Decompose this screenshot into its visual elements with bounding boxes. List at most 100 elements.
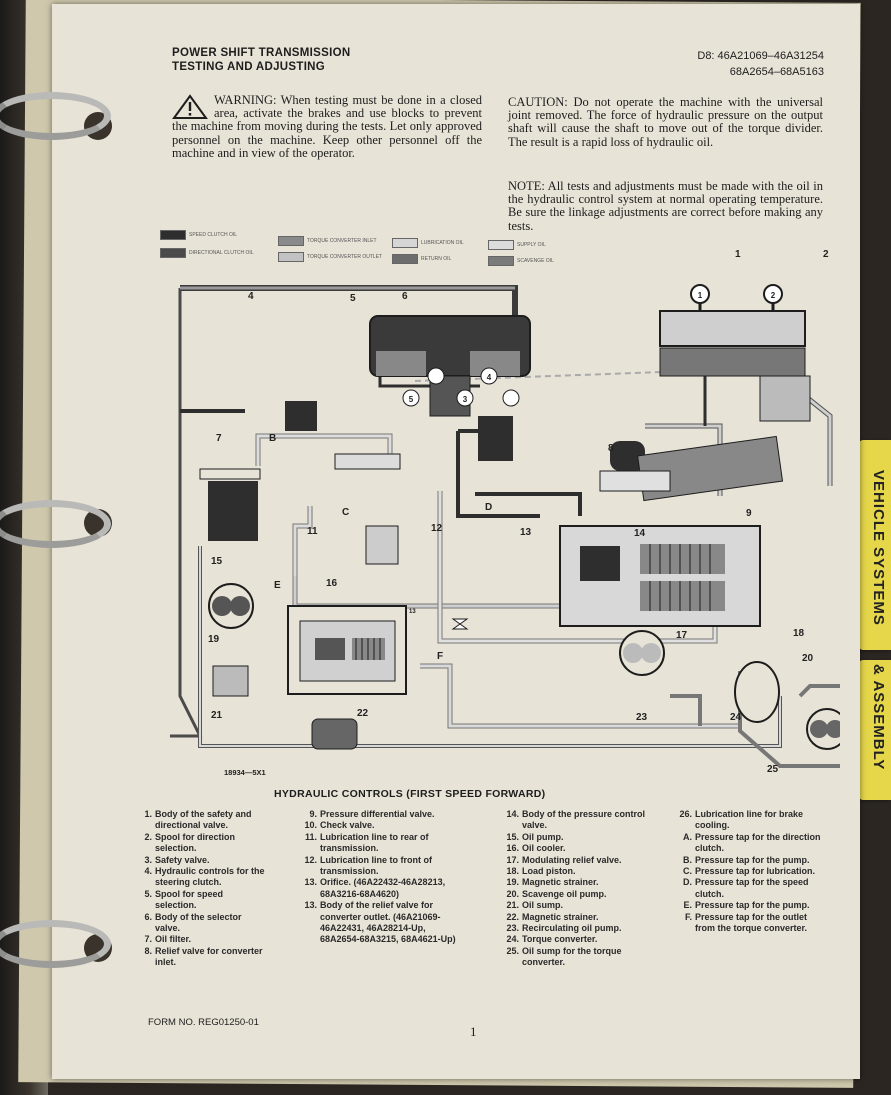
oil-pump-15 — [208, 583, 254, 629]
parts-list-number: 15. — [506, 831, 519, 842]
parts-list-number: 6. — [144, 911, 152, 922]
parts-list-text: Pressure tap for the outlet from the tor… — [695, 911, 808, 934]
parts-list-number: 11. — [304, 831, 317, 842]
ring-label-1: 1 — [698, 291, 703, 300]
legend-swatch — [160, 230, 186, 240]
parts-list-number: 8. — [144, 945, 152, 956]
parts-list-text: Magnetic strainer. — [522, 877, 599, 888]
parts-list-item: F.Pressure tap for the outlet from the t… — [672, 912, 822, 935]
parts-list-text: Spool for speed selection. — [155, 888, 224, 911]
parts-list-item: 2.Spool for direction selection. — [132, 832, 267, 855]
caution-text: CAUTION: Do not operate the machine with… — [508, 95, 823, 149]
header-title-line1: POWER SHIFT TRANSMISSION — [172, 47, 351, 59]
tab-assembly[interactable]: & ASSEMBLY — [859, 660, 891, 800]
legend-label: SUPPLY OIL — [517, 242, 546, 248]
parts-list-number: 23. — [506, 923, 519, 934]
callout-20: 20 — [802, 653, 814, 664]
legend-item: TORQUE CONVERTER OUTLET — [278, 252, 382, 262]
parts-list-text: Modulating relief valve. — [522, 854, 622, 865]
header-title-line2: TESTING AND ADJUSTING — [172, 61, 326, 73]
callout-F: F — [437, 651, 443, 662]
relief-valve-8 — [610, 441, 645, 471]
pressure-control-valve — [559, 525, 761, 627]
parts-list-number: 19. — [506, 877, 519, 888]
parts-list-item: 10.Check valve. — [297, 820, 457, 831]
ring-label-5: 5 — [409, 395, 414, 404]
parts-list-text: Torque converter. — [522, 934, 598, 945]
legend-swatch — [488, 256, 514, 266]
parts-list-text: Oil cooler. — [522, 843, 566, 854]
legend-item: SCAVENGE OIL — [488, 256, 554, 266]
parts-list-text: Safety valve. — [155, 854, 210, 865]
binder-ring — [0, 920, 111, 968]
legend-item: SUPPLY OIL — [488, 240, 546, 250]
parts-list-number: B. — [683, 854, 692, 865]
parts-list-text: Lubrication line to rear of transmission… — [320, 831, 429, 854]
ring-label-2: 2 — [771, 291, 776, 300]
parts-list-item: 8.Relief valve for converter inlet. — [132, 946, 267, 969]
parts-list-col1: 1.Body of the safety and directional val… — [132, 809, 267, 969]
figure-id: 18934—5X1 — [224, 768, 266, 777]
warning-triangle-icon — [172, 94, 208, 119]
caution-block: CAUTION: Do not operate the machine with… — [508, 95, 823, 149]
selector-valve-body — [369, 315, 531, 461]
parts-list-number: F. — [684, 911, 692, 922]
note-text: NOTE: All tests and adjustments must be … — [508, 179, 823, 233]
legend-label: DIRECTIONAL CLUTCH OIL — [189, 250, 254, 256]
callout-2: 2 — [823, 249, 829, 260]
figure-caption: HYDRAULIC CONTROLS (FIRST SPEED FORWARD) — [274, 788, 546, 800]
magnetic-strainer-19 — [212, 665, 249, 697]
inset-relief-valve — [287, 605, 407, 695]
callout-9: 9 — [746, 508, 752, 519]
page-number: 1 — [470, 1024, 477, 1039]
callout-C: C — [342, 507, 349, 518]
ring-label-3: 3 — [463, 395, 468, 404]
parts-list-text: Pressure tap for the pump. — [695, 900, 810, 911]
callout-4: 4 — [248, 291, 254, 302]
lube-manifold — [334, 453, 401, 470]
parts-list-item: A.Pressure tap for the direction clutch. — [672, 832, 822, 855]
oil-filter — [208, 481, 258, 541]
parts-list-number: 3. — [144, 854, 152, 865]
recirculating-pump — [619, 630, 665, 676]
tab-vehicle-systems[interactable]: VEHICLE SYSTEMS — [859, 440, 891, 650]
callout-15: 15 — [211, 556, 223, 567]
parts-list-text: Body of the selector valve. — [155, 911, 242, 934]
parts-list-text: Body of the safety and directional valve… — [155, 809, 252, 831]
parts-list-number: C. — [683, 866, 692, 877]
warning-text: WARNING: When testing must be done in a … — [172, 93, 482, 160]
tab-assembly-label: & ASSEMBLY — [870, 664, 887, 771]
parts-list-text: Lubrication line to front of transmissio… — [320, 854, 432, 877]
parts-list-col3: 14.Body of the pressure control valve.15… — [499, 809, 659, 969]
parts-list-text: Orifice. (46A22432-46A28213, 68A3216-68A… — [320, 877, 446, 899]
directional-valve-body — [659, 284, 811, 422]
parts-list-number: 7. — [144, 934, 152, 945]
parts-list-item: 23.Recirculating oil pump. — [499, 923, 659, 934]
manual-page: POWER SHIFT TRANSMISSION TESTING AND ADJ… — [52, 4, 860, 1079]
parts-list-text: Magnetic strainer. — [522, 911, 599, 922]
parts-list-number: 16. — [506, 843, 519, 854]
legend-swatch — [160, 248, 186, 258]
parts-list-text: Pressure tap for the pump. — [695, 854, 810, 865]
parts-list-item: 26.Lubrication line for brake cooling. — [672, 809, 822, 832]
page-header-title: POWER SHIFT TRANSMISSION TESTING AND ADJ… — [172, 46, 350, 74]
legend-item: SPEED CLUTCH OIL — [160, 230, 237, 240]
legend-item: RETURN OIL — [392, 254, 451, 264]
parts-list-text: Body of the relief valve for converter o… — [320, 900, 456, 945]
parts-list-item: 17.Modulating relief valve. — [499, 855, 659, 866]
parts-list-item: 21.Oil sump. — [499, 900, 659, 911]
parts-list-number: E. — [683, 900, 692, 911]
parts-list-number: A. — [683, 831, 692, 842]
header-serial-line1: D8: 46A21069–46A31254 — [697, 50, 824, 62]
parts-list-item: 20.Scavenge oil pump. — [499, 889, 659, 900]
parts-list-number: 17. — [506, 854, 519, 865]
parts-list-number: 1. — [144, 809, 152, 819]
parts-list-number: 18. — [506, 866, 519, 877]
parts-list-text: Lubrication line for brake cooling. — [695, 809, 804, 831]
parts-list-text: Oil sump for the torque converter. — [522, 945, 622, 968]
legend-label: SCAVENGE OIL — [517, 258, 554, 264]
legend-swatch — [392, 238, 418, 248]
parts-list-item: 7.Oil filter. — [132, 934, 267, 945]
form-number: FORM NO. REG01250-01 — [148, 1017, 259, 1028]
parts-list-text: Spool for direction selection. — [155, 831, 235, 854]
